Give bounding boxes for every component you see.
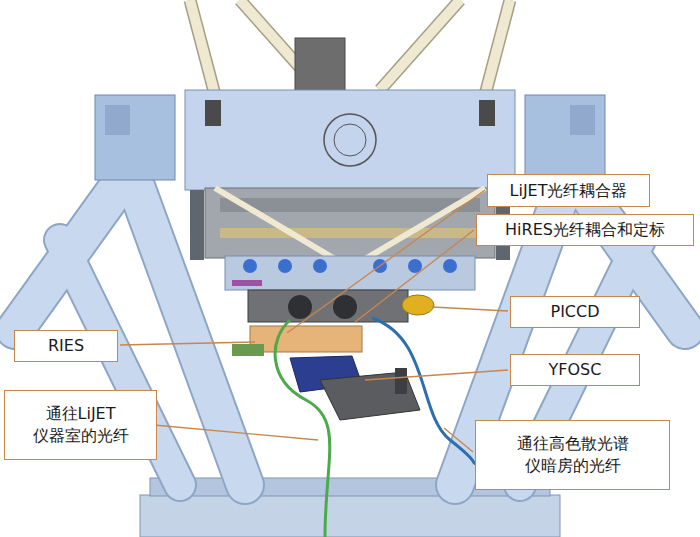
housing-detail — [570, 105, 595, 135]
mechanism-detail — [220, 228, 480, 238]
leader-line — [432, 307, 508, 311]
leader-line — [444, 428, 473, 452]
instrument-cluster — [248, 290, 408, 322]
leader-line — [120, 342, 255, 345]
actuator — [313, 259, 327, 273]
main-block — [185, 90, 515, 190]
leader-line — [287, 190, 485, 333]
callout-box: 通往LiJET 仪器室的光纤 — [4, 390, 157, 460]
callout-label: 通往高色散光谱 仪暗房的光纤 — [484, 433, 661, 476]
side-housing — [525, 95, 605, 180]
housing-detail — [105, 105, 130, 135]
callout-label: RIES — [48, 335, 84, 357]
cable-chain — [190, 190, 204, 260]
truss — [190, 0, 510, 95]
clamp — [205, 100, 221, 126]
callout-box: RIES — [14, 330, 118, 362]
base-platform — [140, 495, 560, 537]
ries-board — [232, 344, 264, 356]
yfosc-detail — [395, 368, 407, 394]
fiber-coupler — [333, 295, 357, 319]
emblem — [324, 114, 376, 166]
fiber-green — [275, 320, 330, 537]
actuator — [243, 259, 257, 273]
emblem — [334, 124, 366, 156]
actuators — [243, 259, 457, 273]
truss-strut — [380, 0, 460, 90]
actuator — [278, 259, 292, 273]
fiber-coupler — [288, 295, 312, 319]
truss-strut — [190, 0, 215, 95]
truss-strut — [485, 0, 510, 95]
callout-box: HiRES光纤耦合和定标 — [476, 214, 694, 246]
callout-label: HiRES光纤耦合和定标 — [505, 219, 665, 241]
callout-box: LiJET光纤耦合器 — [487, 174, 650, 207]
clamp — [479, 100, 495, 126]
callout-box: 通往高色散光谱 仪暗房的光纤 — [475, 420, 670, 490]
callout-box: YFOSC — [510, 354, 640, 386]
leader-lines — [120, 190, 508, 452]
piccd-camera — [402, 295, 434, 315]
ries-unit — [250, 326, 362, 352]
callout-label: PICCD — [550, 301, 599, 323]
actuator — [408, 259, 422, 273]
truss — [190, 0, 510, 95]
truss-strut — [485, 0, 510, 95]
truss-strut — [190, 0, 215, 95]
actuator — [443, 259, 457, 273]
truss-strut — [380, 0, 460, 90]
mechanism-detail — [220, 198, 480, 212]
leader-line — [365, 370, 508, 380]
fiber-blue — [372, 318, 476, 464]
top-cylinder — [295, 38, 345, 93]
leader-line — [154, 425, 318, 440]
callout-label: 通往LiJET 仪器室的光纤 — [13, 403, 148, 446]
callout-label: LiJET光纤耦合器 — [510, 180, 628, 202]
callout-label: YFOSC — [549, 359, 602, 381]
detail — [232, 280, 262, 286]
instrument-band — [225, 256, 475, 290]
callout-box: PICCD — [510, 296, 640, 328]
side-housing — [95, 95, 175, 180]
